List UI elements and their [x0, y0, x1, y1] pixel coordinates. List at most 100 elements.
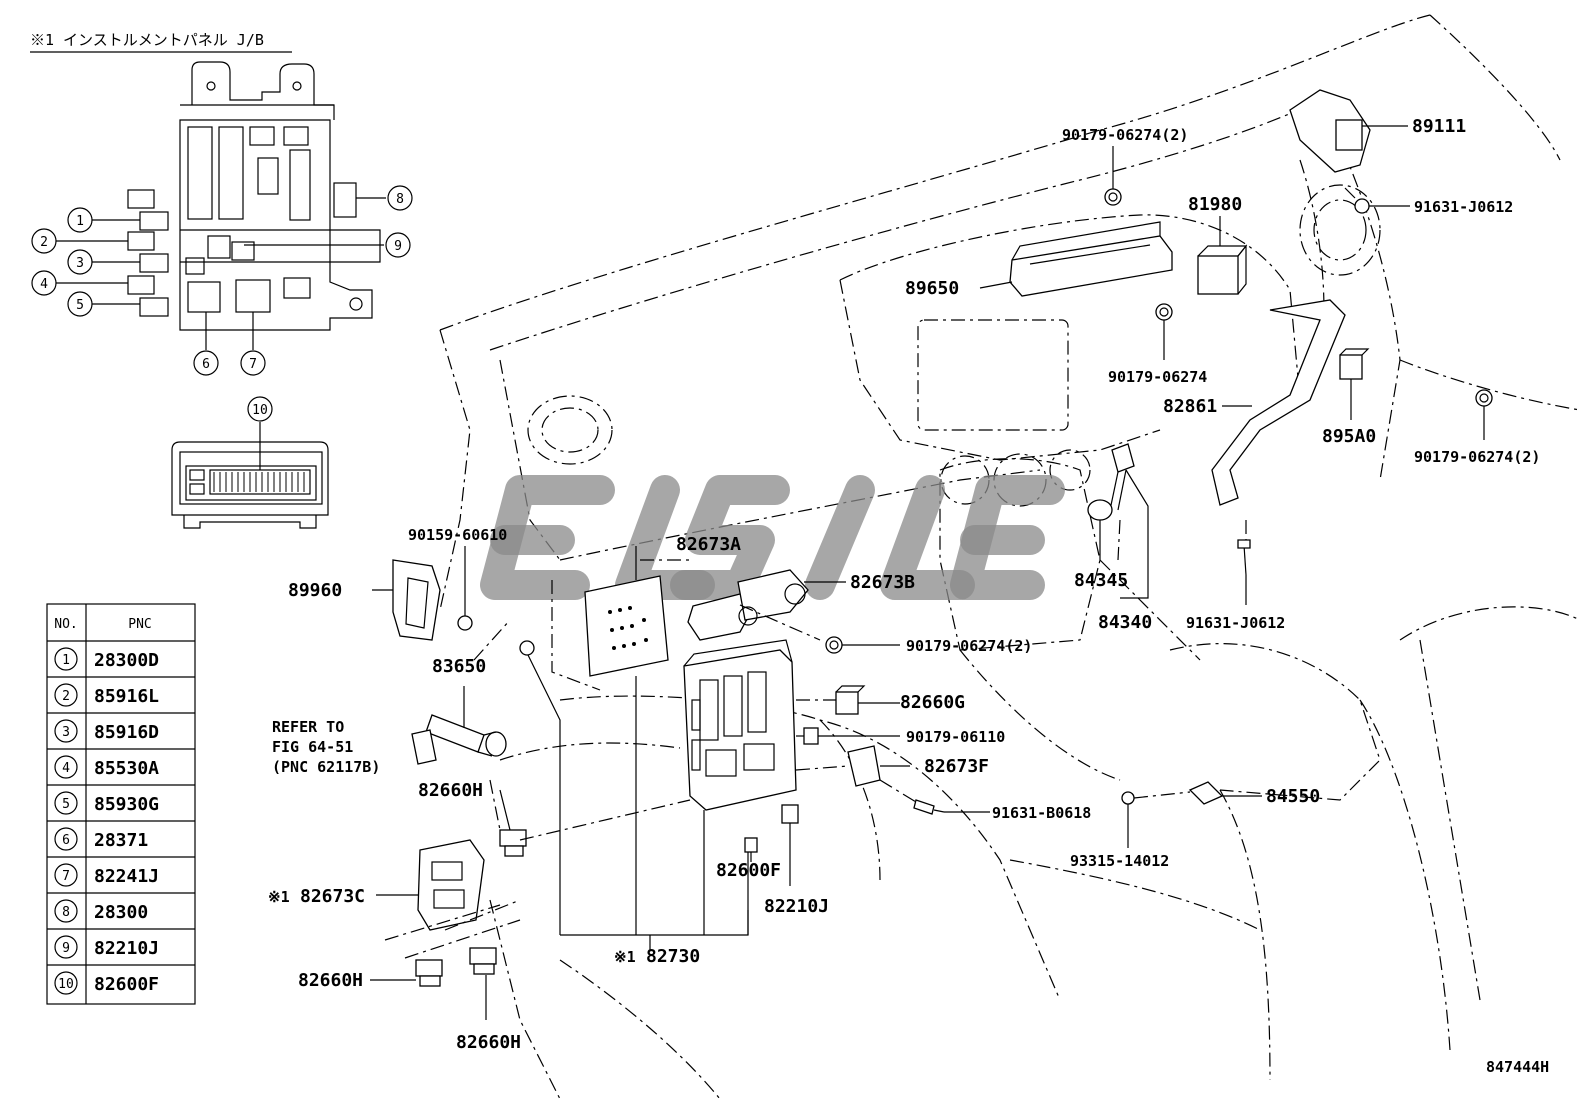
refer-note-line-1: REFER TO [272, 718, 344, 736]
label-82660g: 82660G [900, 692, 965, 713]
label-82660h-b: 82660H [298, 970, 363, 991]
svg-text:10: 10 [58, 977, 74, 992]
svg-text:1: 1 [62, 653, 70, 668]
table-header-pnc: PNC [128, 617, 151, 632]
svg-text:82210J: 82210J [94, 938, 159, 959]
label-90179-06110: 90179-06110 [906, 728, 1005, 746]
table-row: 4 85530A [54, 755, 159, 779]
svg-text:82241J: 82241J [94, 866, 159, 887]
leader-lines [370, 125, 1485, 1020]
svg-text:7: 7 [62, 869, 70, 884]
svg-text:85916L: 85916L [94, 686, 159, 707]
table-row: 8 28300 [54, 899, 148, 923]
svg-text:1: 1 [76, 214, 84, 229]
part-labels: 89111 91631-J0612 90179-06274(2) 81980 8… [268, 116, 1540, 1053]
label-89960: 89960 [288, 580, 342, 601]
label-93315-14012: 93315-14012 [1070, 852, 1169, 870]
svg-text:28300D: 28300D [94, 650, 159, 671]
table-row: 10 82600F [54, 971, 159, 995]
table-row: 5 85930G [54, 791, 159, 815]
label-90179-06274-2-right: 90179-06274(2) [1414, 448, 1540, 466]
svg-text:9: 9 [394, 239, 402, 254]
callout-circle-5: 5 [67, 291, 93, 317]
assembly-guides [384, 519, 1247, 959]
label-89111: 89111 [1412, 116, 1466, 137]
callout-circle-2: 2 [31, 228, 57, 254]
table-row: 2 85916L [54, 683, 159, 707]
callout-circle-8: 8 [387, 185, 413, 211]
label-82730: 82730 [646, 946, 700, 967]
label-84340: 84340 [1098, 612, 1152, 633]
callout-circle-6: 6 [193, 350, 219, 376]
label-82600f: 82600F [716, 860, 781, 881]
table-row: 6 28371 [54, 827, 148, 851]
svg-text:8: 8 [396, 192, 404, 207]
svg-text:28371: 28371 [94, 830, 148, 851]
svg-text:85530A: 85530A [94, 758, 159, 779]
table-row: 9 82210J [54, 935, 159, 959]
table-row: 7 82241J [54, 863, 159, 887]
callout-circle-10: 10 [247, 396, 273, 422]
label-82673f: 82673F [924, 756, 989, 777]
table-row: 3 85916D [54, 719, 159, 743]
callout-circle-1: 1 [67, 207, 93, 233]
label-90159-60610: 90159-60610 [408, 526, 507, 544]
junction-block-drawing: 1 2 3 4 5 6 7 8 9 [31, 61, 413, 376]
label-89650: 89650 [905, 278, 959, 299]
svg-text:4: 4 [40, 277, 48, 292]
label-82861: 82861 [1163, 396, 1217, 417]
refer-note: REFER TO FIG 64-51 (PNC 62117B) [272, 718, 380, 776]
parts-drawings [392, 89, 1493, 987]
svg-text:5: 5 [62, 797, 70, 812]
label-82673a: 82673A [676, 534, 741, 555]
pnc-table: NO. PNC 1 28300D 2 85916L 3 85916D 4 855… [46, 603, 196, 1005]
label-90179-06274-2-mid: 90179-06274(2) [906, 637, 1032, 655]
svg-text:3: 3 [76, 256, 84, 271]
callout-circle-9: 9 [385, 232, 411, 258]
svg-text:6: 6 [62, 833, 70, 848]
svg-text:6: 6 [202, 357, 210, 372]
label-91631-j0612-top: 91631-J0612 [1414, 198, 1513, 216]
ecu-drawing: 10 [171, 396, 329, 529]
refer-note-line-2: FIG 64-51 [272, 738, 353, 756]
refer-note-line-3: (PNC 62117B) [272, 758, 380, 776]
svg-text:10: 10 [252, 403, 268, 418]
svg-text:5: 5 [76, 298, 84, 313]
label-84550: 84550 [1266, 786, 1320, 807]
svg-text:85930G: 85930G [94, 794, 159, 815]
svg-text:7: 7 [249, 357, 257, 372]
label-91631-b0618: 91631-B0618 [992, 804, 1091, 822]
svg-text:82600F: 82600F [94, 974, 159, 995]
label-90179-06274: 90179-06274 [1108, 368, 1207, 386]
label-83650: 83650 [432, 656, 486, 677]
callout-circle-4: 4 [31, 270, 57, 296]
svg-text:28300: 28300 [94, 902, 148, 923]
label-82660h-a: 82660H [418, 780, 483, 801]
label-84345: 84345 [1074, 570, 1128, 591]
label-82660h-c: 82660H [456, 1032, 521, 1053]
label-82210j: 82210J [764, 896, 829, 917]
label-90179-06274-2-top: 90179-06274(2) [1062, 126, 1188, 144]
label-82730-mark: ※1 [614, 948, 636, 966]
svg-text:4: 4 [62, 761, 70, 776]
table-header-no: NO. [54, 617, 77, 632]
label-895a0: 895A0 [1322, 426, 1376, 447]
label-82673c-mark: ※1 [268, 888, 290, 906]
figure-ref-code: 847444H [1486, 1058, 1549, 1076]
label-82673b: 82673B [850, 572, 915, 593]
label-91631-j0612-mid: 91631-J0612 [1186, 614, 1285, 632]
svg-text:8: 8 [62, 905, 70, 920]
label-81980: 81980 [1188, 194, 1242, 215]
figure-title: ※1 インストルメントパネル J/B [30, 31, 264, 49]
svg-text:85916D: 85916D [94, 722, 159, 743]
callout-circle-7: 7 [240, 350, 266, 376]
label-82673c: 82673C [300, 886, 365, 907]
svg-text:3: 3 [62, 725, 70, 740]
svg-text:2: 2 [40, 235, 48, 250]
svg-text:2: 2 [62, 689, 70, 704]
table-row: 1 28300D [54, 647, 159, 671]
svg-text:9: 9 [62, 941, 70, 956]
callout-circle-3: 3 [67, 249, 93, 275]
instrument-panel-outline [439, 14, 1581, 1099]
